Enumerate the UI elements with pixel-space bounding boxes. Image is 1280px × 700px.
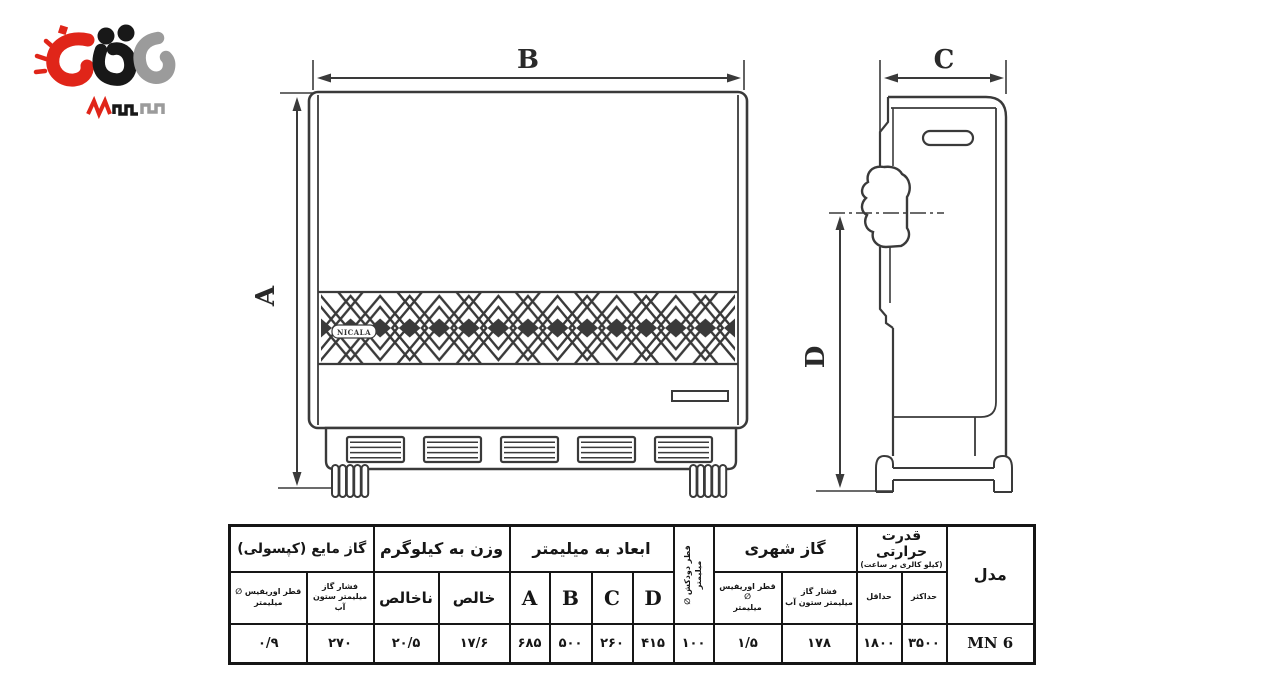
dimension-C: C: [879, 45, 1007, 172]
value-citygas-orifice: ۱/۵: [712, 622, 783, 665]
side-feet: [875, 454, 1013, 493]
subcol-lpg-pressure: فشار گاز میلیمتر ستون آب: [305, 570, 375, 625]
dimension-A: A: [251, 92, 332, 489]
value-lpg-orifice: ۰/۹: [228, 622, 308, 665]
grille-brand-text: NICALA: [337, 328, 371, 337]
value-weight-net: ۱۷/۶: [437, 622, 511, 665]
value-chimney: ۱۰۰: [672, 622, 715, 665]
heater-front-body: [307, 90, 749, 430]
col-weight-header: وزن به کیلوگرم: [372, 524, 511, 573]
dim-label-D: D: [801, 346, 831, 369]
col-citygas-header: گاز شهری: [712, 524, 858, 573]
subcol-weight-net: خالص: [437, 570, 511, 625]
value-dim-D: ۴۱۵: [631, 622, 675, 665]
spec-table: مدل قدرت حرارتی (کیلو کالری بر ساعت) گاز…: [228, 524, 1036, 665]
subcol-thermal-min: حداقل: [855, 570, 903, 625]
subcol-citygas-orifice: قطر اوریفیس ∅ میلیمتر: [712, 570, 783, 625]
dimension-B: B: [312, 45, 745, 90]
subcol-thermal-max: حداکثر: [900, 570, 948, 625]
front-view: B A NICALA: [251, 45, 749, 498]
col-lpg-header: گاز مایع (کپسولی): [228, 524, 375, 573]
value-dim-C: ۲۶۰: [590, 622, 634, 665]
value-lpg-pressure: ۲۷۰: [305, 622, 375, 665]
subcol-dim-C: C: [590, 570, 634, 625]
subcol-citygas-pressure: فشار گاز میلیمتر ستون آب: [780, 570, 858, 625]
value-dim-B: ۵۰۰: [548, 622, 593, 665]
technical-drawing: B A NICALA: [33, 24, 1013, 498]
dim-label-A: A: [251, 285, 281, 307]
dimension-D: D: [801, 216, 893, 492]
value-weight-gross: ۲۰/۵: [372, 622, 440, 665]
col-dimensions-header: ابعاد به میلیمتر: [508, 524, 675, 573]
value-citygas-pressure: ۱۷۸: [780, 622, 858, 665]
col-thermal-header: قدرت حرارتی (کیلو کالری بر ساعت): [855, 524, 948, 573]
value-dim-A: ۶۸۵: [508, 622, 551, 665]
value-model: MN 6: [945, 622, 1036, 665]
front-feet: [331, 464, 728, 498]
col-model-header: مدل: [945, 524, 1036, 625]
dim-label-B: B: [517, 45, 539, 75]
value-thermal-min: ۱۸۰۰: [855, 622, 903, 665]
side-vent-slot: [921, 129, 975, 147]
value-thermal-max: ۳۵۰۰: [900, 622, 948, 665]
control-slot: [671, 390, 729, 402]
logo-dot-red: [57, 24, 69, 36]
col-chimney-header: قطر دودکش ∅ میلیمتر: [672, 524, 715, 625]
brand-logo: [33, 24, 176, 120]
subcol-lpg-orifice: قطر اوریفیس ∅ میلیمتر: [228, 570, 308, 625]
dim-label-C: C: [934, 45, 955, 75]
diamond-grille-band: NICALA: [318, 290, 738, 366]
subcol-dim-B: B: [548, 570, 593, 625]
base-vents: [324, 426, 738, 471]
side-view: C: [801, 45, 1013, 493]
gas-valve-knob: [860, 165, 911, 249]
subcol-dim-D: D: [631, 570, 675, 625]
subcol-dim-A: A: [508, 570, 551, 625]
subcol-weight-gross: ناخالص: [372, 570, 440, 625]
